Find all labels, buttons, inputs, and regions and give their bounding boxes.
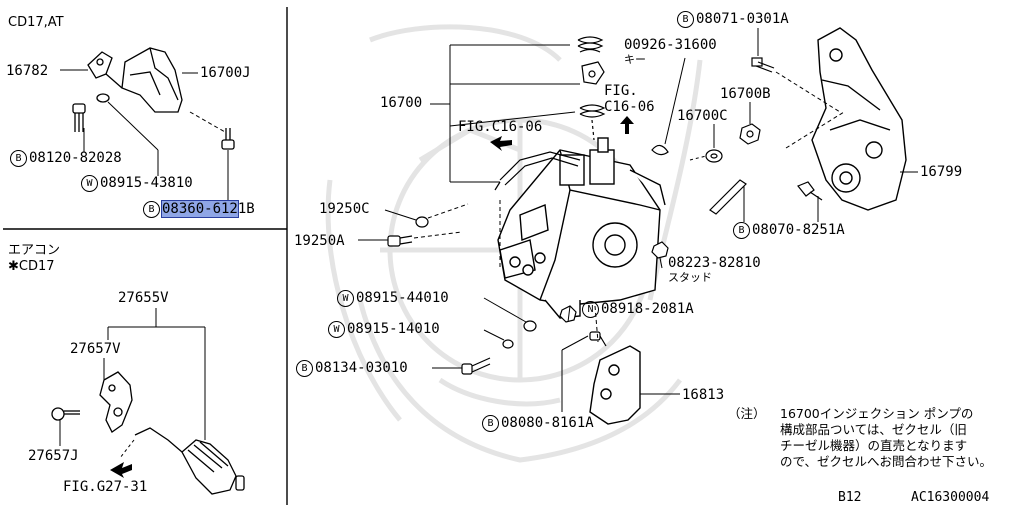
footer-model: B12	[838, 490, 862, 505]
bottom-left-leaders	[59, 308, 206, 459]
bracket-assembly-drawing	[72, 47, 235, 150]
part-number: 08918-2081A	[601, 301, 694, 317]
part-label-16782: 16782	[6, 63, 49, 79]
part-label-16700b: 16700B	[720, 86, 771, 102]
part-label-27657j: 27657J	[28, 448, 79, 464]
watermark-emblem	[325, 24, 703, 463]
bolt-symbol-icon: B	[143, 201, 160, 218]
fig-reference-g27-31[interactable]: FIG.G27-31	[63, 479, 148, 495]
panel-borders	[3, 7, 288, 505]
bracket-16813-drawing	[589, 345, 641, 425]
part-number: 08120-82028	[29, 150, 122, 166]
part-label-stud: スタッド	[668, 271, 712, 284]
bolt-symbol-icon: B	[10, 150, 27, 167]
fig-reference-c16-06-upper[interactable]: FIG.C16-06	[604, 83, 655, 115]
bolt-symbol-icon: B	[296, 360, 313, 377]
part-label-27657v: 27657V	[70, 341, 121, 357]
part-label-08223-82810: 08223-82810	[668, 255, 761, 271]
nut-symbol-icon: N	[582, 301, 599, 318]
part-number-suffix: 1B	[237, 201, 255, 217]
part-label-16813: 16813	[682, 387, 725, 403]
note-line-4: ので、ゼクセルへお問合わせ下さい。	[780, 454, 993, 469]
bolt-symbol-icon: B	[482, 415, 499, 432]
part-label-00926-31600: 00926-31600	[624, 37, 717, 53]
aircon-bracket-drawing	[51, 371, 245, 495]
bolt-symbol-icon: B	[677, 11, 694, 28]
spring-stack-drawing	[577, 36, 606, 141]
fig-g27-arrow-icon	[110, 462, 132, 478]
part-label-27655v: 27655V	[118, 290, 169, 306]
part-label-16700: 16700	[380, 95, 423, 111]
fig-c16-06-arrow-up-icon	[620, 116, 634, 134]
selected-part-number[interactable]: 08360-612	[161, 200, 239, 218]
fig-reference-c16-06-lower[interactable]: FIG.C16-06	[458, 119, 543, 135]
part-label-19250c: 19250C	[319, 201, 370, 217]
panel-heading-cd17: ✱CD17	[8, 259, 55, 274]
panel-heading-cd17-at: CD17,AT	[8, 15, 64, 30]
washer-symbol-icon: W	[81, 175, 98, 192]
bolt-symbol-icon: B	[733, 222, 750, 239]
footer-diagram-code: AC16300004	[911, 490, 990, 505]
fig-reference-line: FIG.	[604, 83, 638, 99]
bracket-16799-drawing	[811, 27, 907, 211]
fig-c16-06-arrow-left-icon	[490, 136, 512, 151]
washer-symbol-icon: W	[337, 290, 354, 307]
part-number: 08915-14010	[347, 321, 440, 337]
top-left-leaders	[60, 69, 229, 200]
note-line-2: 構成部品ついては、ゼクセル（旧	[780, 422, 967, 437]
part-number: 08134-03010	[315, 360, 408, 376]
part-number: 08070-8251A	[752, 222, 845, 238]
part-label-16700c: 16700C	[677, 108, 728, 124]
fig-reference-line: C16-06	[604, 99, 655, 115]
note-line-3: チーゼル機器）の直売となります	[780, 438, 968, 453]
part-label-19250a: 19250A	[294, 233, 345, 249]
note-line-1: 16700インジェクション ポンプの	[780, 406, 974, 421]
part-label-key: キー	[624, 53, 646, 66]
part-label-16799: 16799	[920, 164, 963, 180]
panel-heading-aircon: エアコン	[8, 243, 61, 258]
main-leaders	[358, 28, 918, 412]
washer-symbol-icon: W	[328, 321, 345, 338]
injection-pump-drawing	[497, 137, 666, 319]
part-number: 08080-8161A	[501, 415, 594, 431]
part-number: 08071-0301A	[696, 11, 789, 27]
note-mark: （注）	[728, 406, 766, 421]
fuel-pipe-drawing	[494, 151, 581, 191]
part-label-16700j: 16700J	[200, 65, 251, 81]
part-number: 08915-43810	[100, 175, 193, 191]
part-number: 08915-44010	[356, 290, 449, 306]
